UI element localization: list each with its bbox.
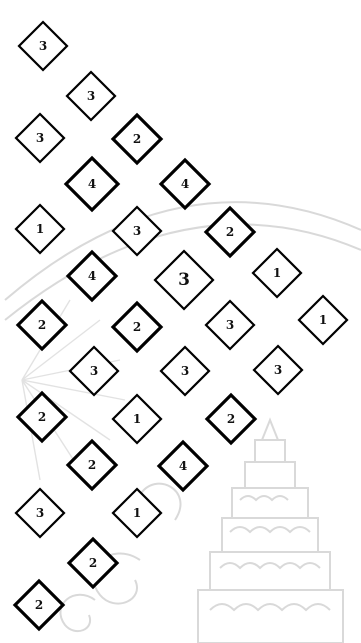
diamond-tile: 2: [207, 395, 255, 443]
diamond-tile: 1: [253, 249, 301, 297]
diamond-number-label: 3: [178, 270, 190, 290]
diamond-number-label: 3: [36, 506, 44, 520]
diamond-number-label: 1: [133, 506, 141, 520]
diamond-tile: 1: [113, 489, 161, 537]
diamond-tile: 2: [113, 303, 161, 351]
diamond-number-label: 2: [133, 320, 141, 334]
diamond-tile: 4: [159, 442, 207, 490]
diamond-tile: 2: [113, 115, 161, 163]
diamond-tile: 3: [67, 72, 115, 120]
diamond-number-label: 2: [35, 598, 43, 612]
diamond-number-label: 2: [88, 458, 96, 472]
diamond-number-label: 4: [88, 177, 96, 191]
diamond-tile: 1: [16, 205, 64, 253]
diamond-number-label: 3: [181, 364, 189, 378]
diamond-number-label: 3: [87, 89, 95, 103]
diamond-tile: 3: [16, 114, 64, 162]
diamond-tile: 3: [161, 347, 209, 395]
diamond-tile: 4: [66, 158, 118, 210]
diamond-tile: 2: [18, 301, 66, 349]
diamond-number-label: 4: [181, 177, 189, 191]
diamond-tile: 1: [299, 296, 347, 344]
diamond-number-label: 2: [38, 410, 46, 424]
diamond-number-label: 3: [36, 131, 44, 145]
diamond-number-label: 2: [226, 225, 234, 239]
diamond-number-label: 1: [36, 222, 44, 236]
diamond-number-label: 4: [88, 269, 96, 283]
diamond-tile: 3: [70, 347, 118, 395]
diamond-tile: 3: [16, 489, 64, 537]
diamond-tile: 4: [68, 252, 116, 300]
diamond-number-label: 2: [38, 318, 46, 332]
diamond-tile: 2: [69, 539, 117, 587]
diamond-tile: 3: [155, 251, 213, 309]
diamond-tile: 2: [15, 581, 63, 629]
diamond-number-label: 2: [89, 556, 97, 570]
diamond-tile: 2: [206, 208, 254, 256]
diamond-number-label: 1: [273, 266, 281, 280]
diamond-tile: 4: [161, 160, 209, 208]
diamond-tile: 3: [206, 301, 254, 349]
diamond-number-label: 2: [133, 132, 141, 146]
diamond-number-label: 3: [90, 364, 98, 378]
diamond-number-label: 3: [39, 39, 47, 53]
diamond-number-label: 2: [227, 412, 235, 426]
diamond-tile: 1: [113, 395, 161, 443]
diamond-tile: 3: [19, 22, 67, 70]
diamond-number-label: 3: [226, 318, 234, 332]
diamond-tile: 3: [254, 346, 302, 394]
diamond-number-label: 3: [133, 224, 141, 238]
diamond-number-label: 4: [179, 459, 187, 473]
diamond-tiles: 3 3 3 2 4 4 1 3 2 4 3 1 2 2 3 1 3 3 3 2 1 2 2 4 3 1 2 2: [15, 22, 347, 629]
diamond-number-label: 1: [319, 313, 327, 327]
diamond-number-label: 3: [274, 363, 282, 377]
diamond-number-label: 1: [133, 412, 141, 426]
diamond-tile: 2: [68, 441, 116, 489]
